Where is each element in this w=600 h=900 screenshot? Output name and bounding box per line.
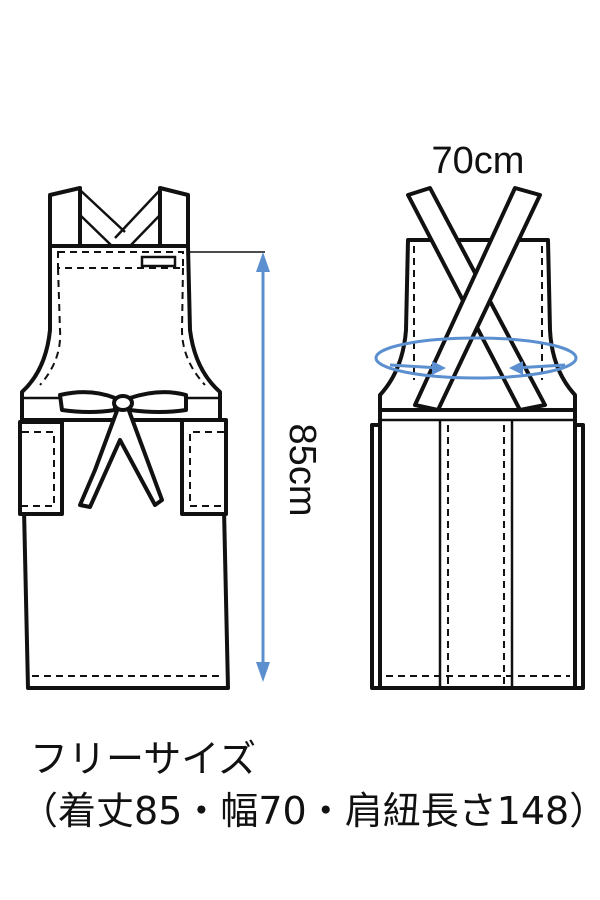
front-left-strap <box>48 186 82 248</box>
bib-stitching <box>39 251 206 386</box>
front-view: 85cm <box>18 186 323 690</box>
back-view: 70cm <box>370 140 585 690</box>
front-right-strap <box>158 186 190 248</box>
pocket-stitching <box>22 431 55 507</box>
bow-left-loop <box>58 390 117 414</box>
bow-tails <box>78 406 164 509</box>
front-right-pocket <box>180 418 228 516</box>
width-label: 70cm <box>432 140 525 182</box>
back-skirt <box>378 408 577 690</box>
front-skirt <box>20 418 230 690</box>
pocket-stitching <box>189 431 224 507</box>
back-bib-stitching <box>413 246 543 380</box>
back-stitching <box>386 425 570 684</box>
size-caption: フリーサイズ <box>30 737 257 781</box>
size-details: （着丈85・幅70・肩紐長さ148） <box>20 789 600 833</box>
width-ellipse <box>374 336 578 380</box>
name-tag-loop <box>140 255 177 268</box>
width-arrows <box>389 363 566 370</box>
bow-right-loop <box>128 390 188 414</box>
front-bib <box>20 244 222 422</box>
crossed-strap-lines <box>79 189 161 247</box>
length-label: 85cm <box>281 424 323 517</box>
bow-knot <box>112 394 134 412</box>
front-left-pocket <box>18 420 64 516</box>
back-overlap-lines <box>438 420 514 688</box>
